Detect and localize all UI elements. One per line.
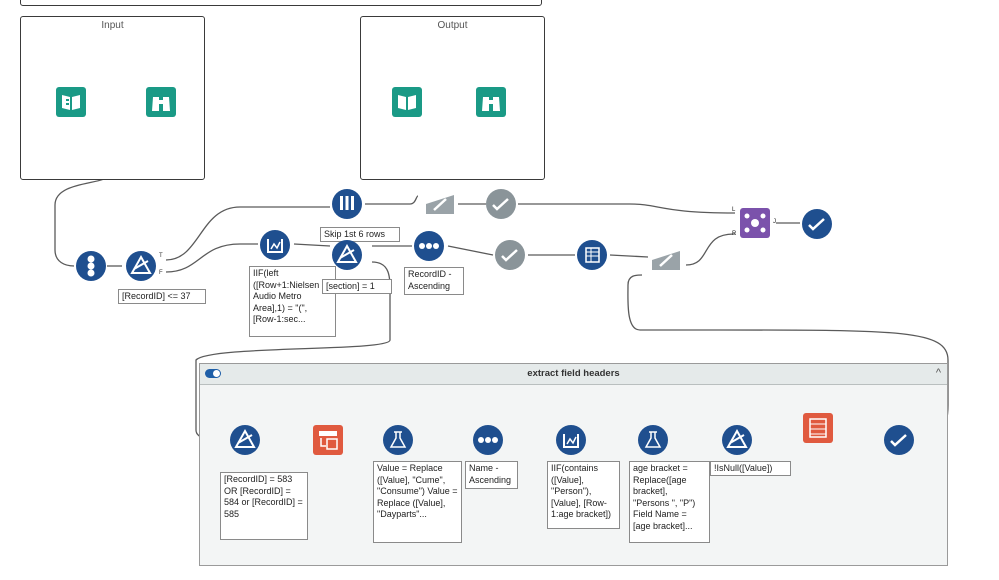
annotation-filter-recordid: [RecordID] <= 37 [118,289,206,304]
binoculars-icon [476,87,506,117]
top-frame-edge [20,0,542,6]
multi-row-icon [638,425,668,455]
sort-tool-name[interactable] [473,425,503,455]
formula-tool[interactable] [260,230,290,260]
browse-check-tool-container[interactable] [884,425,914,455]
select-pen-icon [652,251,680,270]
annotation-iif-contains: IIF(contains ([Value], "Person"), [Value… [547,461,620,529]
output-data-tool[interactable] [392,87,422,117]
annotation-age-bracket: age bracket = Replace([age bracket], "Pe… [629,461,710,543]
browse-tool-output[interactable] [476,87,506,117]
annotation-sort-recordid: RecordID - Ascending [404,267,464,295]
crosstab-icon [577,240,607,270]
browse-check-tool-1[interactable] [486,189,516,219]
annotation-filter-recordids: [RecordID] = 583 OR [RecordID] = 584 or … [220,472,308,540]
sample-tool[interactable] [332,189,362,219]
crosstab-tool[interactable] [577,240,607,270]
anchor-false: F [159,270,163,276]
checkmark-icon [802,209,832,239]
select-tool-2[interactable] [650,246,680,276]
sort-dots-icon [414,231,444,261]
checkmark-icon [495,240,525,270]
crosstab-tool-2[interactable] [803,413,833,443]
book-icon [56,87,86,117]
sort-dots-icon [473,425,503,455]
multi-row-icon [383,425,413,455]
input-frame-title: Input [101,20,124,31]
anchor-left: L [732,207,736,213]
filter-tool-recordids[interactable] [230,425,260,455]
annotation-skip-rows: Skip 1st 6 rows [320,227,400,242]
multi-row-formula-tool[interactable] [556,425,586,455]
anchor-right: R [732,231,737,237]
annotation-formula-iif: IIF(left ([Row+1:Nielsen Audio Metro Are… [249,266,336,337]
record-id-tool[interactable] [76,251,106,281]
test-tubes-icon [332,189,362,219]
binoculars-icon [146,87,176,117]
filter-icon [126,251,156,281]
browse-tool-input[interactable] [146,87,176,117]
filter-icon [722,425,752,455]
container-toggle[interactable] [205,369,221,378]
join-tool[interactable] [740,208,770,238]
checkmark-icon [884,425,914,455]
annotation-sort-name: Name - Ascending [465,461,518,489]
filter-icon [332,240,362,270]
container-title: extract field headers [527,368,620,379]
select-pen-icon [426,195,454,214]
record-id-icon [76,251,106,281]
sort-tool-recordid[interactable] [414,231,444,261]
filter-tool-recordid[interactable] [126,251,156,281]
collapse-chevron-icon[interactable]: ^ [935,367,941,379]
crosstab-icon [803,413,833,443]
anchor-join: J [773,219,776,225]
join-icon [740,208,770,238]
browse-check-tool-2[interactable] [495,240,525,270]
browse-check-tool-final[interactable] [802,209,832,239]
input-frame[interactable]: Input [20,16,205,180]
container-header: extract field headers ^ [200,364,947,385]
annotation-replace-value: Value = Replace ([Value], "Cume", "Consu… [373,461,462,543]
checkmark-icon [486,189,516,219]
formula-tool-age-bracket[interactable] [638,425,668,455]
formula-tool-replace[interactable] [383,425,413,455]
filter-tool-section[interactable] [332,240,362,270]
filter-tool-isnull[interactable] [722,425,752,455]
input-data-tool[interactable] [56,87,86,117]
output-frame[interactable]: Output [360,16,545,180]
formula-icon [556,425,586,455]
book-icon [392,87,422,117]
annotation-filter-section: [section] = 1 [322,279,392,294]
transpose-icon [313,425,343,455]
filter-icon [230,425,260,455]
select-tool[interactable] [424,190,454,220]
transpose-tool[interactable] [313,425,343,455]
formula-icon [260,230,290,260]
annotation-isnull: !IsNull([Value]) [710,461,791,476]
anchor-true: T [159,253,163,259]
output-frame-title: Output [437,20,468,31]
